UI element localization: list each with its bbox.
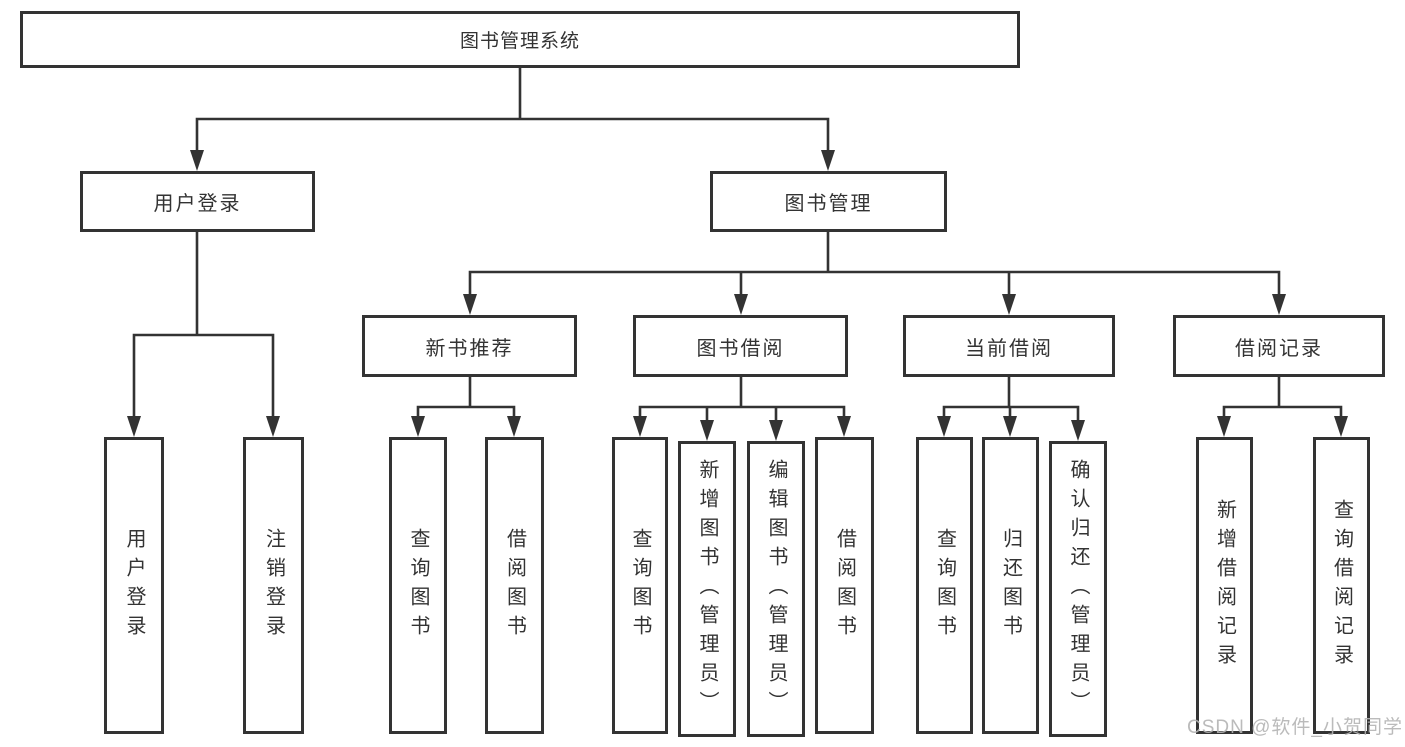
node-root-label: 图书管理系统: [459, 31, 580, 52]
leaf-add-books-admin-label: 新增图书（管理员）: [696, 458, 718, 720]
node-borrow-records-label: 借阅记录: [1235, 337, 1323, 360]
arrow-down-icon: [190, 150, 204, 171]
arrow-down-icon: [127, 416, 141, 437]
arrow-down-icon: [411, 416, 425, 437]
leaf-logout: 注销登录: [243, 437, 304, 734]
node-book-management-label: 图书管理: [784, 193, 873, 215]
leaf-add-borrow-record: 新增借阅记录: [1196, 437, 1253, 734]
arrow-down-icon: [700, 420, 714, 441]
arrow-down-icon: [1334, 416, 1348, 437]
arrow-down-icon: [1071, 420, 1085, 441]
leaf-user-login: 用户登录: [104, 437, 164, 734]
node-borrow-records: 借阅记录: [1173, 315, 1385, 377]
arrow-down-icon: [463, 294, 477, 315]
node-new-book-recommend-label: 新书推荐: [425, 337, 514, 360]
arrow-down-icon: [734, 294, 748, 315]
leaf-edit-books-admin: 编辑图书（管理员）: [747, 441, 805, 737]
leaf-borrow-books-recommend: 借阅图书: [485, 437, 544, 734]
leaf-logout-label: 注销登录: [262, 527, 285, 644]
leaf-query-books-recommend: 查询图书: [389, 437, 447, 734]
leaf-confirm-return-admin-label: 确认归还（管理员）: [1067, 458, 1089, 720]
node-user-login: 用户登录: [80, 171, 315, 232]
node-book-management: 图书管理: [710, 171, 947, 232]
arrow-down-icon: [1003, 416, 1017, 437]
leaf-return-books: 归还图书: [982, 437, 1039, 734]
arrow-down-icon: [1272, 294, 1286, 315]
arrow-down-icon: [507, 416, 521, 437]
node-user-login-label: 用户登录: [153, 193, 242, 215]
csdn-watermark: CSDN @软件_小贺同学: [1187, 717, 1403, 738]
leaf-add-borrow-record-label: 新增借阅记录: [1213, 498, 1236, 673]
leaf-query-books-borrow-label: 查询图书: [629, 527, 651, 644]
leaf-edit-books-admin-label: 编辑图书（管理员）: [765, 458, 787, 720]
leaf-query-books-recommend-label: 查询图书: [407, 527, 429, 644]
node-book-borrow-label: 图书借阅: [696, 337, 785, 360]
leaf-query-borrow-record-label: 查询借阅记录: [1330, 498, 1353, 673]
arrow-down-icon: [937, 416, 951, 437]
leaf-user-login-label: 用户登录: [123, 527, 145, 644]
leaf-query-borrow-record: 查询借阅记录: [1313, 437, 1370, 734]
leaf-return-books-label: 归还图书: [999, 527, 1022, 644]
arrow-down-icon: [1002, 294, 1016, 315]
arrow-down-icon: [769, 420, 783, 441]
node-root: 图书管理系统: [20, 11, 1020, 68]
arrow-down-icon: [633, 416, 647, 437]
leaf-borrow-books-label: 借阅图书: [833, 527, 856, 644]
node-current-borrow: 当前借阅: [903, 315, 1115, 377]
node-current-borrow-label: 当前借阅: [965, 337, 1053, 360]
leaf-query-books-borrow: 查询图书: [612, 437, 668, 734]
arrow-down-icon: [1217, 416, 1231, 437]
leaf-borrow-books-recommend-label: 借阅图书: [503, 527, 526, 644]
leaf-confirm-return-admin: 确认归还（管理员）: [1049, 441, 1107, 737]
arrow-down-icon: [821, 150, 835, 171]
arrow-down-icon: [837, 416, 851, 437]
node-book-borrow: 图书借阅: [633, 315, 848, 377]
arrow-down-icon: [266, 416, 280, 437]
leaf-query-books-current-label: 查询图书: [933, 527, 956, 644]
leaf-add-books-admin: 新增图书（管理员）: [678, 441, 736, 737]
leaf-query-books-current: 查询图书: [916, 437, 973, 734]
node-new-book-recommend: 新书推荐: [362, 315, 577, 377]
leaf-borrow-books: 借阅图书: [815, 437, 874, 734]
